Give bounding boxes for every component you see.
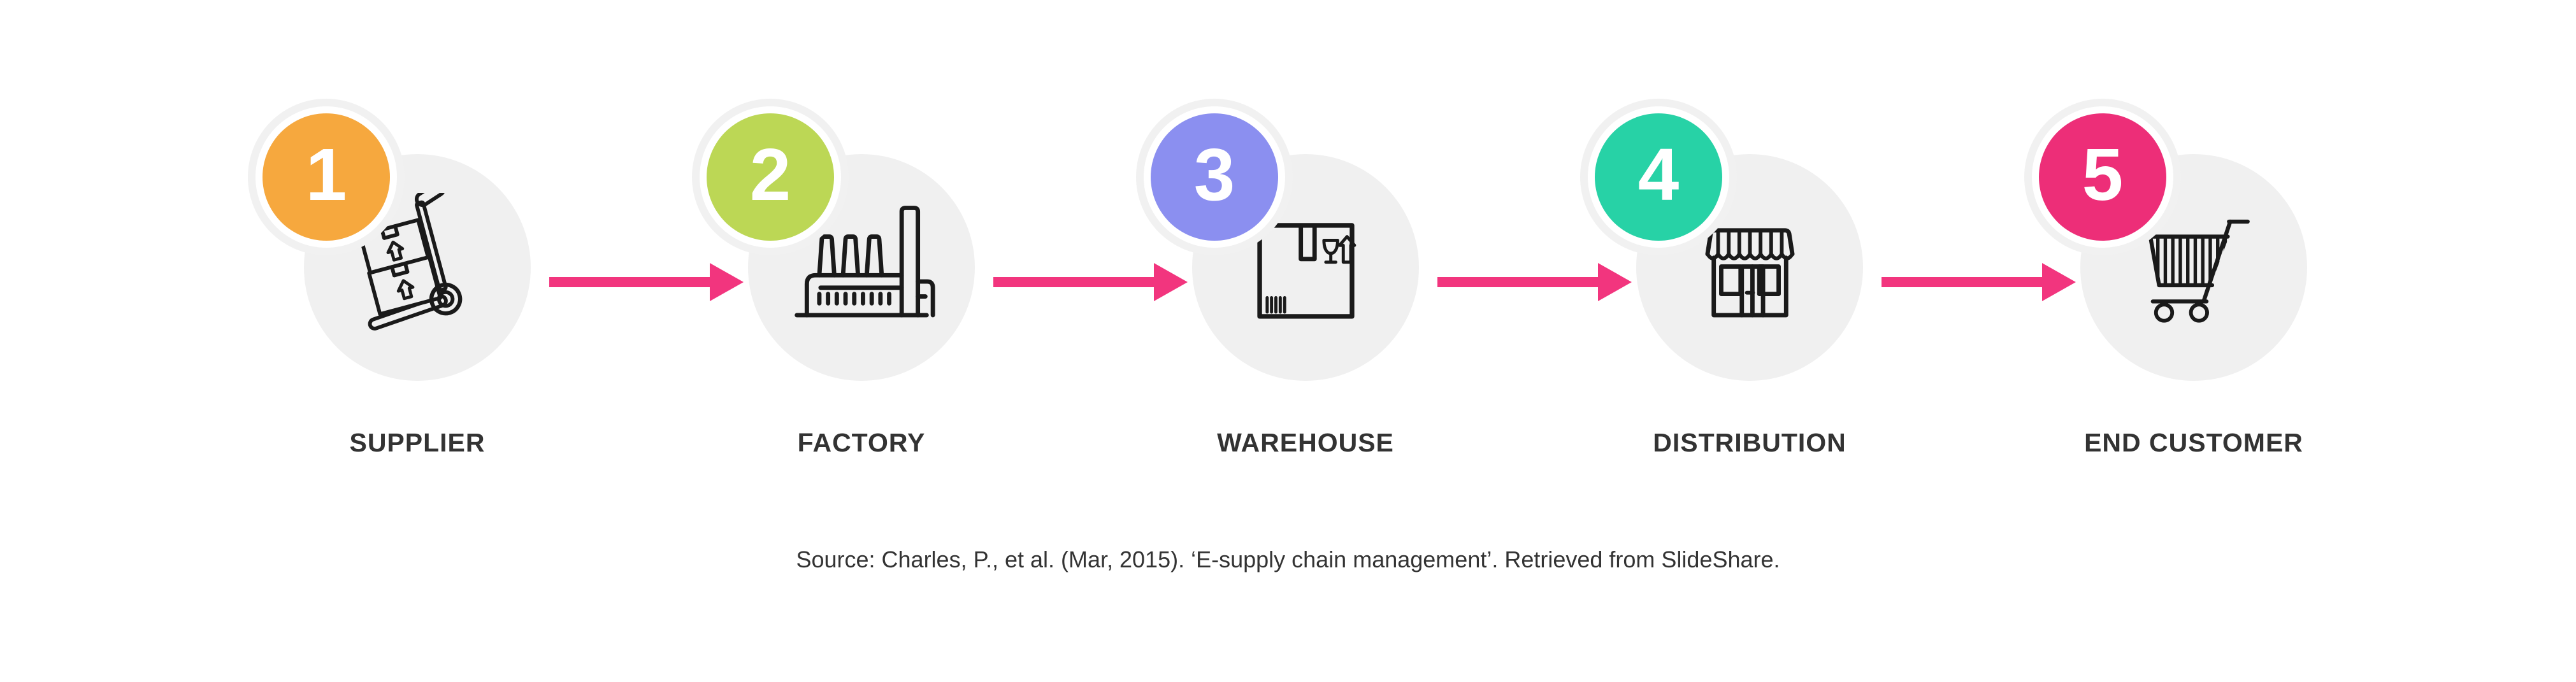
- icon-circle: [1192, 154, 1419, 381]
- icon-circle: [304, 154, 531, 381]
- step-number: 3: [1193, 133, 1235, 216]
- flow-arrow-icon: [1437, 263, 1632, 301]
- step-label: FACTORY: [797, 428, 926, 457]
- step-number: 5: [2082, 133, 2124, 216]
- step-number: 1: [305, 133, 347, 216]
- step-number-badge: 3: [1151, 113, 1278, 241]
- step-number-badge: 2: [707, 113, 834, 241]
- step-label: WAREHOUSE: [1217, 428, 1394, 457]
- step-label: DISTRIBUTION: [1653, 428, 1846, 457]
- flow-arrow-icon: [549, 263, 744, 301]
- source-citation: Source: Charles, P., et al. (Mar, 2015).…: [796, 546, 1780, 572]
- flow-arrow-icon: [1882, 263, 2076, 301]
- step-number: 2: [749, 133, 791, 216]
- step-label: SUPPLIER: [349, 428, 486, 457]
- step-number-badge: 5: [2039, 113, 2166, 241]
- flow-arrow-icon: [993, 263, 1188, 301]
- factory-icon: [787, 193, 937, 343]
- step-number-badge: 4: [1595, 113, 1722, 241]
- shopping-cart-icon: [2119, 193, 2269, 343]
- step-number-badge: 1: [263, 113, 390, 241]
- hand-truck-icon: [343, 192, 493, 343]
- package-box-icon: [1231, 193, 1381, 343]
- step-label: END CUSTOMER: [2084, 428, 2303, 457]
- storefront-icon: [1675, 193, 1825, 343]
- step-number: 4: [1637, 133, 1680, 216]
- icon-circle: [748, 154, 975, 381]
